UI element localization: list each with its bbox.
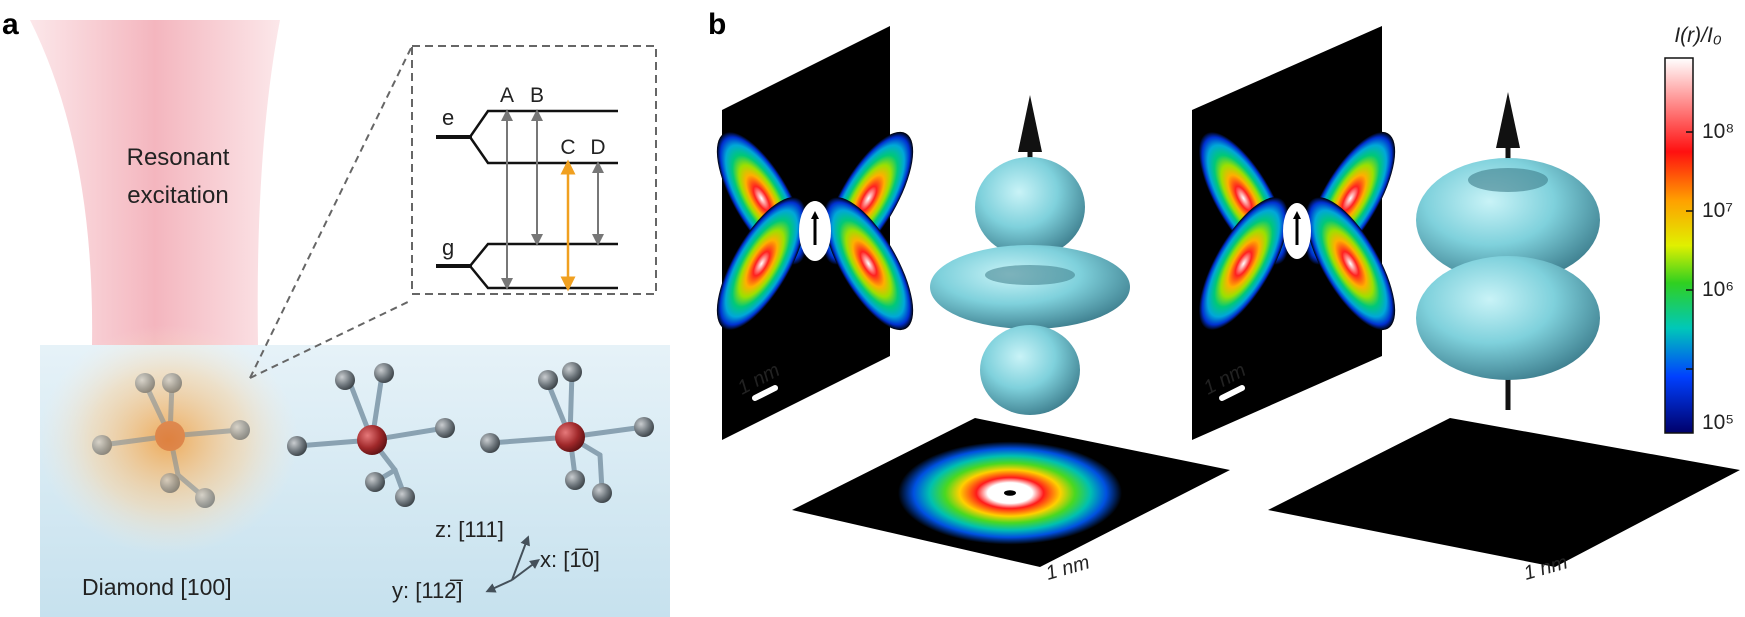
orbital-surface-2 <box>1416 92 1600 410</box>
axis-z-label: z: [111] <box>435 517 504 542</box>
crystal-axes: z: [111] x: [1̅0] y: [112̅] <box>392 517 600 603</box>
defect-center-atom <box>357 425 387 455</box>
projection-panel-floor-1: 1 nm <box>792 418 1230 585</box>
excitation-beam <box>30 20 280 345</box>
beam-label-line1: Resonant <box>127 144 230 171</box>
axis-x-label: x: [1̅0] <box>540 547 600 572</box>
transition-d-label: D <box>590 136 605 159</box>
colorbar-tick-1e6: 10⁶ <box>1702 278 1734 301</box>
transition-c-label: C <box>560 136 575 159</box>
transition-a-label: A <box>500 84 514 107</box>
panel-b: b 1 nm <box>708 8 1740 585</box>
defect-molecule-1 <box>92 373 250 508</box>
zoom-line-lower <box>249 299 413 379</box>
projection-panel-vertical-2: 1 nm <box>1192 26 1396 440</box>
projection-panel-floor-2: 1 nm <box>1268 418 1740 585</box>
colorbar-tick-1e7: 10⁷ <box>1702 199 1733 222</box>
defect-molecule-3 <box>480 362 654 503</box>
transition-b-label: B <box>530 84 544 107</box>
scale-bar-1 <box>752 385 778 401</box>
beam-label-line2: excitation <box>127 182 228 209</box>
ground-state-label: g <box>442 235 454 260</box>
excited-state-label: e <box>442 105 454 130</box>
projection-panel-vertical-1: 1 nm <box>716 26 914 440</box>
colorbar-tick-1e8: 10⁸ <box>1702 120 1734 143</box>
energy-level-inset: e g A B C D <box>411 45 657 295</box>
panel-a: a Resonant excitation e g <box>2 8 670 617</box>
colorbar-title: I(r)/I₀ <box>1674 24 1721 47</box>
orbital-surface-1 <box>930 95 1130 415</box>
colorbar-tick-1e5: 10⁵ <box>1702 411 1734 434</box>
panel-b-letter: b <box>708 8 726 41</box>
scale-bar-2 <box>1054 571 1083 583</box>
panel-a-letter: a <box>2 8 19 41</box>
scale-bar-3 <box>1219 385 1245 401</box>
spin-arrow-1 <box>1018 95 1042 152</box>
scale-bar-4 <box>1532 571 1561 583</box>
colorbar: I(r)/I₀ 10⁸ 10⁷ 10⁶ 10⁵ <box>1664 24 1734 434</box>
defect-molecule-2 <box>287 363 455 507</box>
spin-arrow-2 <box>1496 92 1520 148</box>
axis-y-label: y: [112̅] <box>392 578 463 603</box>
zoom-line-upper <box>249 45 413 379</box>
substrate-label: Diamond [100] <box>82 574 232 600</box>
